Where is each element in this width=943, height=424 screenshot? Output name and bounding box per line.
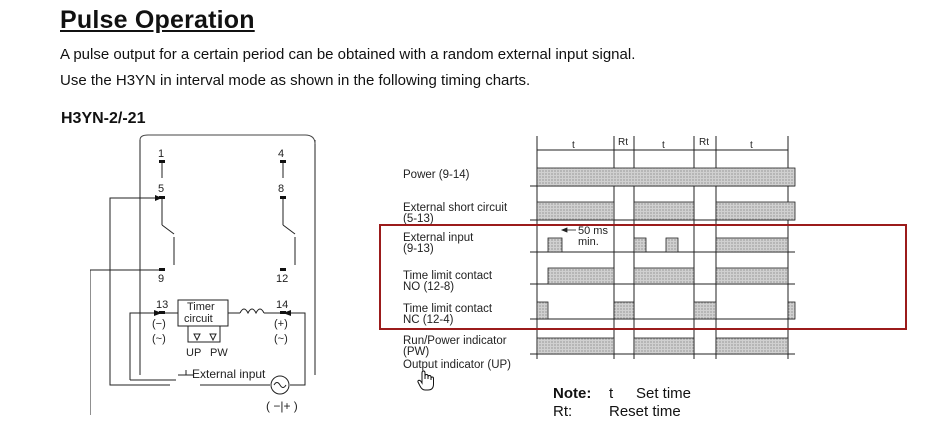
note-t-symbol: t bbox=[609, 385, 614, 402]
description-line-1: A pulse output for a certain period can … bbox=[60, 46, 636, 63]
page-title: Pulse Operation bbox=[60, 6, 255, 34]
plus-label: (+) bbox=[274, 318, 288, 330]
timing-chart: t Rt t Rt t 50 ms min. bbox=[530, 136, 796, 359]
pin-14-label: 14 bbox=[276, 299, 288, 311]
ac-right-label: (~) bbox=[274, 333, 288, 345]
row-external-input-label: External input(9-13) bbox=[403, 232, 474, 255]
row-pw-indicator-label: Run/Power indicator(PW) bbox=[403, 335, 507, 358]
pin-13-label: 13 bbox=[156, 299, 168, 311]
row-external-short-label: External short circuit(5-13) bbox=[403, 202, 508, 225]
timer-label-2: circuit bbox=[184, 313, 213, 325]
pin-5-label: 5 bbox=[158, 183, 164, 195]
pin-4-label: 4 bbox=[278, 148, 284, 160]
wiring-diagram: 1 5 9 13 4 8 12 14 Timer circuit (−) (~)… bbox=[90, 134, 316, 415]
highlight-box bbox=[379, 224, 907, 330]
note-t-desc: Set time bbox=[636, 385, 692, 402]
pin-1-label: 1 bbox=[158, 148, 164, 160]
pin-9-label: 9 bbox=[158, 273, 164, 285]
pulse-note-2: min. bbox=[578, 236, 599, 248]
row-up-indicator-label: Output indicator (UP) bbox=[403, 359, 512, 371]
note-rt-symbol: Rt: bbox=[553, 403, 573, 420]
description-line-2: Use the H3YN in interval mode as shown i… bbox=[60, 72, 531, 89]
row-power-label: Power (9-14) bbox=[403, 169, 470, 181]
ac-left-label: (~) bbox=[152, 333, 166, 345]
pulse-note-1: 50 ms bbox=[578, 225, 608, 237]
pin-8-label: 8 bbox=[278, 183, 284, 195]
t-label-1: t bbox=[572, 140, 575, 151]
note-rt-desc: Reset time bbox=[609, 403, 681, 420]
rt-label-2: Rt bbox=[699, 137, 709, 148]
note-heading: Note: bbox=[553, 385, 592, 402]
hand-cursor-icon bbox=[417, 370, 434, 391]
dc-symbol-label: ( −|+ ) bbox=[266, 399, 298, 413]
minus-label: (−) bbox=[152, 318, 166, 330]
t-label-3: t bbox=[750, 140, 753, 151]
t-label-2: t bbox=[662, 140, 665, 151]
external-input-label: External input bbox=[192, 367, 266, 381]
model-heading: H3YN-2/-21 bbox=[61, 110, 146, 127]
up-led-label: UP bbox=[186, 347, 201, 359]
pw-led-label: PW bbox=[210, 347, 228, 359]
rt-label-1: Rt bbox=[618, 137, 628, 148]
timer-label-1: Timer bbox=[187, 301, 215, 313]
pin-12-label: 12 bbox=[276, 273, 288, 285]
